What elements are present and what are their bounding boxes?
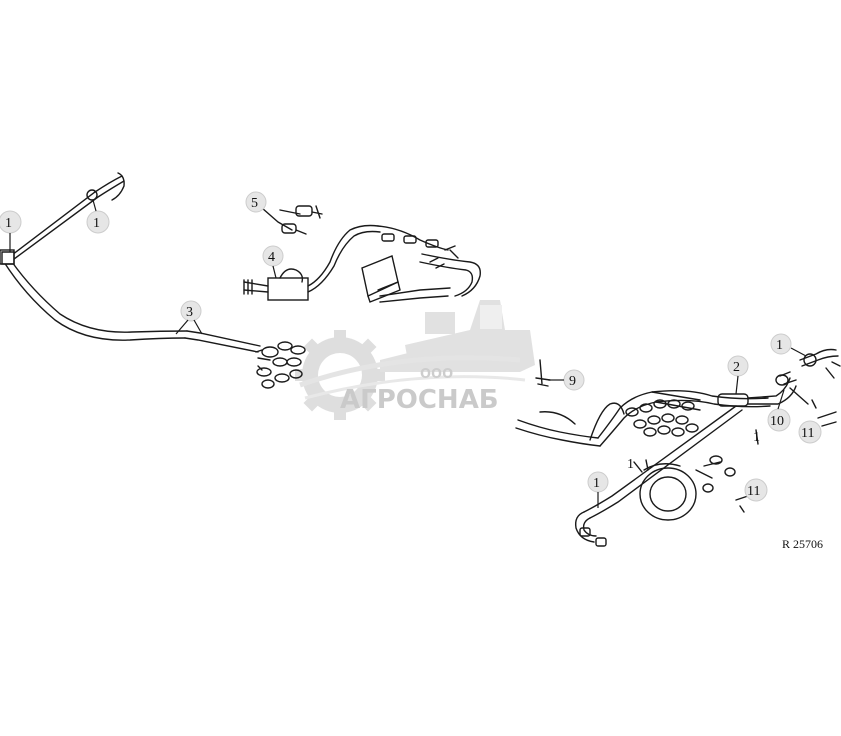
control-box <box>361 255 401 303</box>
callout-10: 10 <box>767 389 791 432</box>
svg-text:11: 11 <box>747 484 760 499</box>
callouts: 1 1 5 4 3 9 2 <box>0 191 822 508</box>
svg-text:4: 4 <box>268 250 275 265</box>
callout-1-lower: 1 <box>587 471 609 508</box>
svg-text:2: 2 <box>733 360 740 375</box>
svg-text:1: 1 <box>5 216 12 231</box>
callout-1-left: 1 <box>0 210 22 252</box>
sensor-part-5 <box>261 205 323 235</box>
callout-1-wheel: 1 <box>627 457 634 472</box>
svg-text:1: 1 <box>753 430 760 445</box>
svg-text:1: 1 <box>627 457 634 472</box>
callout-1-top: 1 <box>86 199 110 234</box>
module-part-4 <box>243 224 381 301</box>
figure-code: R 25706 <box>782 537 823 551</box>
callout-2: 2 <box>727 355 749 395</box>
svg-text:11: 11 <box>801 426 814 441</box>
callout-1-right-top: 1 <box>770 333 807 357</box>
watermark-prefix: ООО <box>420 367 453 382</box>
callout-3: 3 <box>175 300 203 335</box>
clip-part-9 <box>535 359 551 387</box>
svg-text:9: 9 <box>569 374 576 389</box>
harness-main-left <box>3 261 186 341</box>
callout-11-lower: 11 <box>744 478 768 502</box>
svg-text:1: 1 <box>593 476 600 491</box>
harness-left-upper <box>7 175 123 259</box>
callout-9: 9 <box>548 369 585 391</box>
harness-lines <box>0 172 841 547</box>
harness-main-center <box>517 419 599 439</box>
svg-text:3: 3 <box>186 305 193 320</box>
harness-right-assembly <box>574 348 841 547</box>
svg-text:10: 10 <box>770 414 784 429</box>
callout-4: 4 <box>262 245 284 279</box>
connector-group-top <box>377 225 481 303</box>
watermark-company-name: АГРОСНАБ <box>340 385 499 415</box>
connector-cluster-left <box>255 341 306 389</box>
svg-text:1: 1 <box>776 338 783 353</box>
callout-11-right: 11 <box>798 420 822 444</box>
svg-text:1: 1 <box>93 216 100 231</box>
svg-text:5: 5 <box>251 196 258 211</box>
callout-1-small-right: 1 <box>753 430 760 445</box>
callout-5: 5 <box>245 191 267 213</box>
watermark: ООО АГРОСНАБ <box>295 300 535 420</box>
